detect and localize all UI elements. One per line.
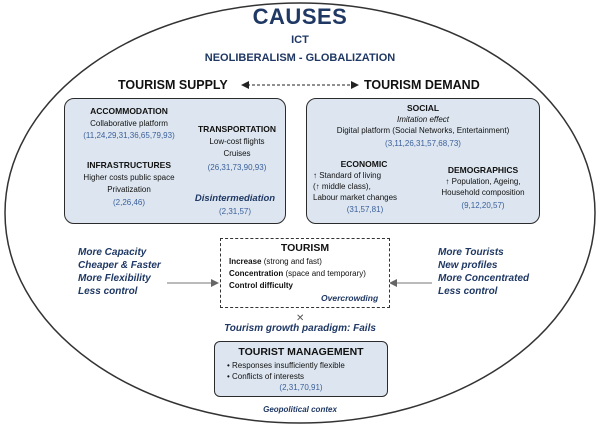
economic-title: ECONOMIC (340, 159, 388, 169)
outer-ellipse (4, 2, 596, 424)
tourism-line1-bold: Increase (229, 257, 262, 266)
economic-line1: ↑ Standard of living (313, 171, 382, 180)
cross-mark: ✕ (296, 313, 304, 324)
tourism-line1: Increase (strong and fast) (229, 257, 389, 266)
management-box: TOURIST MANAGEMENT • Responses insuffici… (214, 341, 388, 397)
demographics-title: DEMOGRAPHICS (447, 165, 519, 175)
demographics-line2: Household composition (441, 188, 525, 197)
supply-heading: TOURISM SUPPLY (118, 78, 228, 92)
tourism-line2-bold: Concentration (229, 269, 284, 278)
management-bullet1-text: Responses insufficiently flexible (232, 361, 345, 370)
title: CAUSES (252, 4, 348, 29)
infrastructures-title: INFRASTRUCTURES (86, 160, 172, 170)
supply-effect-4: Less control (78, 286, 138, 297)
footer-label: Geopolitical contex (263, 405, 337, 414)
supply-effect-1: More Capacity (78, 247, 147, 258)
infrastructures-line1: Higher costs public space (83, 173, 175, 182)
transportation-refs: (26,31,73,90,93) (207, 163, 267, 172)
management-bullet2: • Conflicts of interests (227, 372, 305, 381)
disintermediation-refs: (2,31,57) (218, 207, 252, 216)
accommodation-line1: Collaborative platform (90, 119, 168, 128)
tourism-line2-rest: (space and temporary) (283, 269, 366, 278)
tourism-title: TOURISM (280, 242, 330, 254)
supply-box: ACCOMMODATION Collaborative platform (11… (64, 98, 286, 224)
tourism-line1-rest: (strong and fast) (261, 257, 322, 266)
transportation-line1: Low-cost flights (209, 137, 265, 146)
economic-refs: (31,57,81) (346, 205, 384, 214)
supply-effect-3: More Flexibility (78, 273, 151, 284)
economic-line3: Labour market changes (313, 193, 398, 202)
disintermediation-title: Disintermediation (194, 193, 276, 204)
subtitle-ict: ICT (291, 34, 309, 46)
transportation-title: TRANSPORTATION (197, 124, 277, 134)
supply-effect-2: Cheaper & Faster (78, 260, 161, 271)
management-bullet2-text: Conflicts of interests (232, 372, 305, 381)
demand-effect-2: New profiles (438, 260, 498, 271)
paradigm-label: Tourism growth paradigm: Fails (224, 323, 376, 334)
demand-effect-3: More Concentrated (438, 273, 530, 284)
demand-heading: TOURISM DEMAND (364, 78, 480, 92)
transportation-line2: Cruises (223, 149, 251, 158)
economic-line2: (↑ middle class), (313, 182, 371, 191)
demand-effects: More Tourists New profiles More Concentr… (438, 246, 558, 298)
social-refs: (3,11,26,31,57,68,73) (385, 139, 461, 148)
tourism-box: TOURISM Increase (strong and fast) Conce… (220, 238, 390, 308)
management-bullet1: • Responses insufficiently flexible (227, 361, 345, 370)
social-line2: Digital platform (Social Networks, Enter… (336, 126, 510, 135)
management-refs: (2,31,70,91) (279, 383, 323, 392)
demand-box: SOCIAL Imitation effect Digital platform… (306, 98, 540, 224)
social-line1: Imitation effect (396, 115, 450, 124)
management-title: TOURIST MANAGEMENT (238, 346, 364, 358)
accommodation-refs: (11,24,29,31,36,65,79,93) (83, 131, 175, 140)
infrastructures-line2: Privatization (107, 185, 151, 194)
social-title: SOCIAL (406, 103, 440, 113)
demographics-refs: (9,12,20,57) (461, 201, 505, 210)
tourism-line3: Control difficulty (229, 281, 293, 290)
accommodation-title: ACCOMMODATION (90, 106, 168, 116)
subtitle-neoliberalism: NEOLIBERALISM - GLOBALIZATION (204, 52, 396, 64)
demand-effect-4: Less control (438, 286, 498, 297)
demographics-line1: ↑ Population, Ageing, (445, 177, 521, 186)
supply-effects: More Capacity Cheaper & Faster More Flex… (78, 246, 178, 298)
tourism-line2: Concentration (space and temporary) (229, 269, 389, 278)
infrastructures-refs: (2,26,46) (112, 198, 146, 207)
demand-effect-1: More Tourists (438, 247, 504, 258)
overcrowding-label: Overcrowding (321, 293, 379, 303)
